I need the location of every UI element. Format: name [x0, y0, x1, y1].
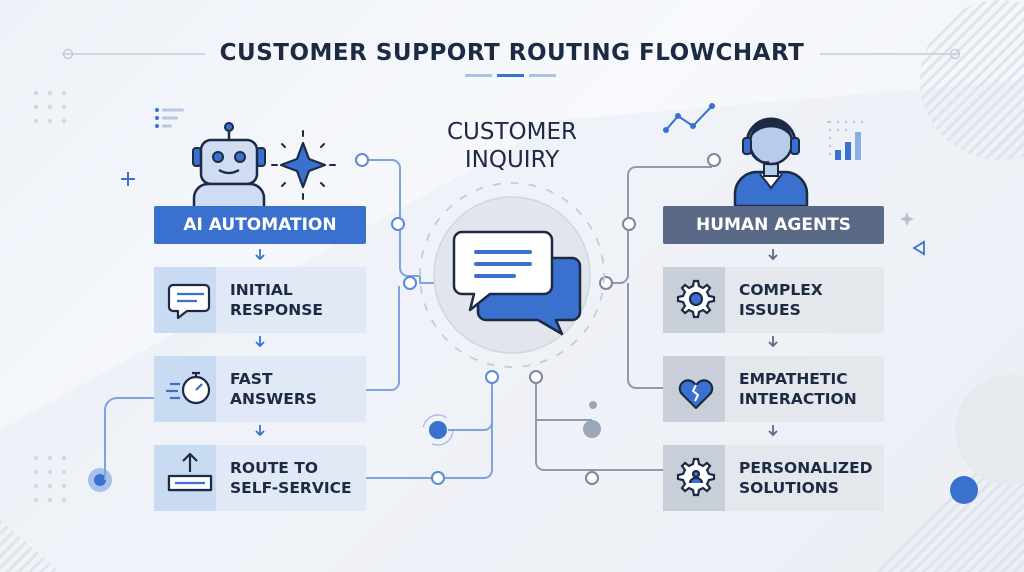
- step-icon-slot: [663, 267, 725, 333]
- step-icon-slot: [154, 445, 216, 511]
- step-initial-response[interactable]: INITIAL RESPONSE: [154, 267, 366, 333]
- ai-automation-header[interactable]: AI AUTOMATION: [154, 206, 366, 244]
- step-icon-slot: [663, 356, 725, 422]
- bar-chart-decoration-icon: [827, 120, 864, 160]
- step-complex-issues[interactable]: COMPLEX ISSUES: [663, 267, 884, 333]
- chat-bubbles-icon: [452, 230, 582, 336]
- step-label: INITIAL RESPONSE: [216, 280, 323, 320]
- step-fast-answers[interactable]: FAST ANSWERS: [154, 356, 366, 422]
- step-label-line2: SOLUTIONS: [739, 479, 839, 497]
- step-label-line2: RESPONSE: [230, 301, 323, 319]
- step-label-line1: INITIAL: [230, 281, 293, 299]
- step-label-line2: ISSUES: [739, 301, 801, 319]
- ai-step-arrows: [255, 249, 265, 437]
- plus-decoration-icon: [121, 172, 135, 186]
- human-agents-header[interactable]: HUMAN AGENTS: [663, 206, 884, 244]
- step-label-line1: FAST: [230, 370, 273, 388]
- sparkle-icon: [271, 130, 336, 200]
- page-title: CUSTOMER SUPPORT ROUTING FLOWCHART: [219, 40, 805, 66]
- center-dashed-ring: [419, 182, 605, 368]
- step-label-line1: COMPLEX: [739, 281, 823, 299]
- step-icon-slot: [663, 445, 725, 511]
- center-node-label[interactable]: CUSTOMER INQUIRY: [412, 118, 612, 174]
- step-label-line1: EMPATHETIC: [739, 370, 848, 388]
- step-icon-slot: [154, 267, 216, 333]
- trend-line-icon: [665, 105, 713, 131]
- step-personalized-solutions[interactable]: PERSONALIZED SOLUTIONS: [663, 445, 884, 511]
- list-decoration-icon: [155, 108, 184, 128]
- step-label-line1: PERSONALIZED: [739, 459, 873, 477]
- step-label-line2: SELF-SERVICE: [230, 479, 352, 497]
- step-label: COMPLEX ISSUES: [725, 280, 823, 320]
- step-label-line2: INTERACTION: [739, 390, 857, 408]
- robot-icon: [192, 122, 266, 206]
- triangle-decoration-icon: [912, 240, 925, 256]
- striped-circle-decoration: [920, 0, 1024, 160]
- center-label-line1: CUSTOMER: [446, 119, 577, 145]
- step-label: ROUTE TO SELF-SERVICE: [216, 458, 352, 498]
- human-step-arrows: [768, 249, 778, 437]
- step-label: EMPATHETIC INTERACTION: [725, 369, 857, 409]
- step-route-to-self-service[interactable]: ROUTE TO SELF-SERVICE: [154, 445, 366, 511]
- step-label: PERSONALIZED SOLUTIONS: [725, 458, 873, 498]
- step-label-line1: ROUTE TO: [230, 459, 319, 477]
- step-empathetic-interaction[interactable]: EMPATHETIC INTERACTION: [663, 356, 884, 422]
- ai-connectors: [104, 159, 493, 480]
- step-label: FAST ANSWERS: [216, 369, 317, 409]
- headset-agent-icon: [733, 117, 809, 208]
- center-label-line2: INQUIRY: [464, 147, 560, 173]
- step-label-line2: ANSWERS: [230, 390, 317, 408]
- step-icon-slot: [154, 356, 216, 422]
